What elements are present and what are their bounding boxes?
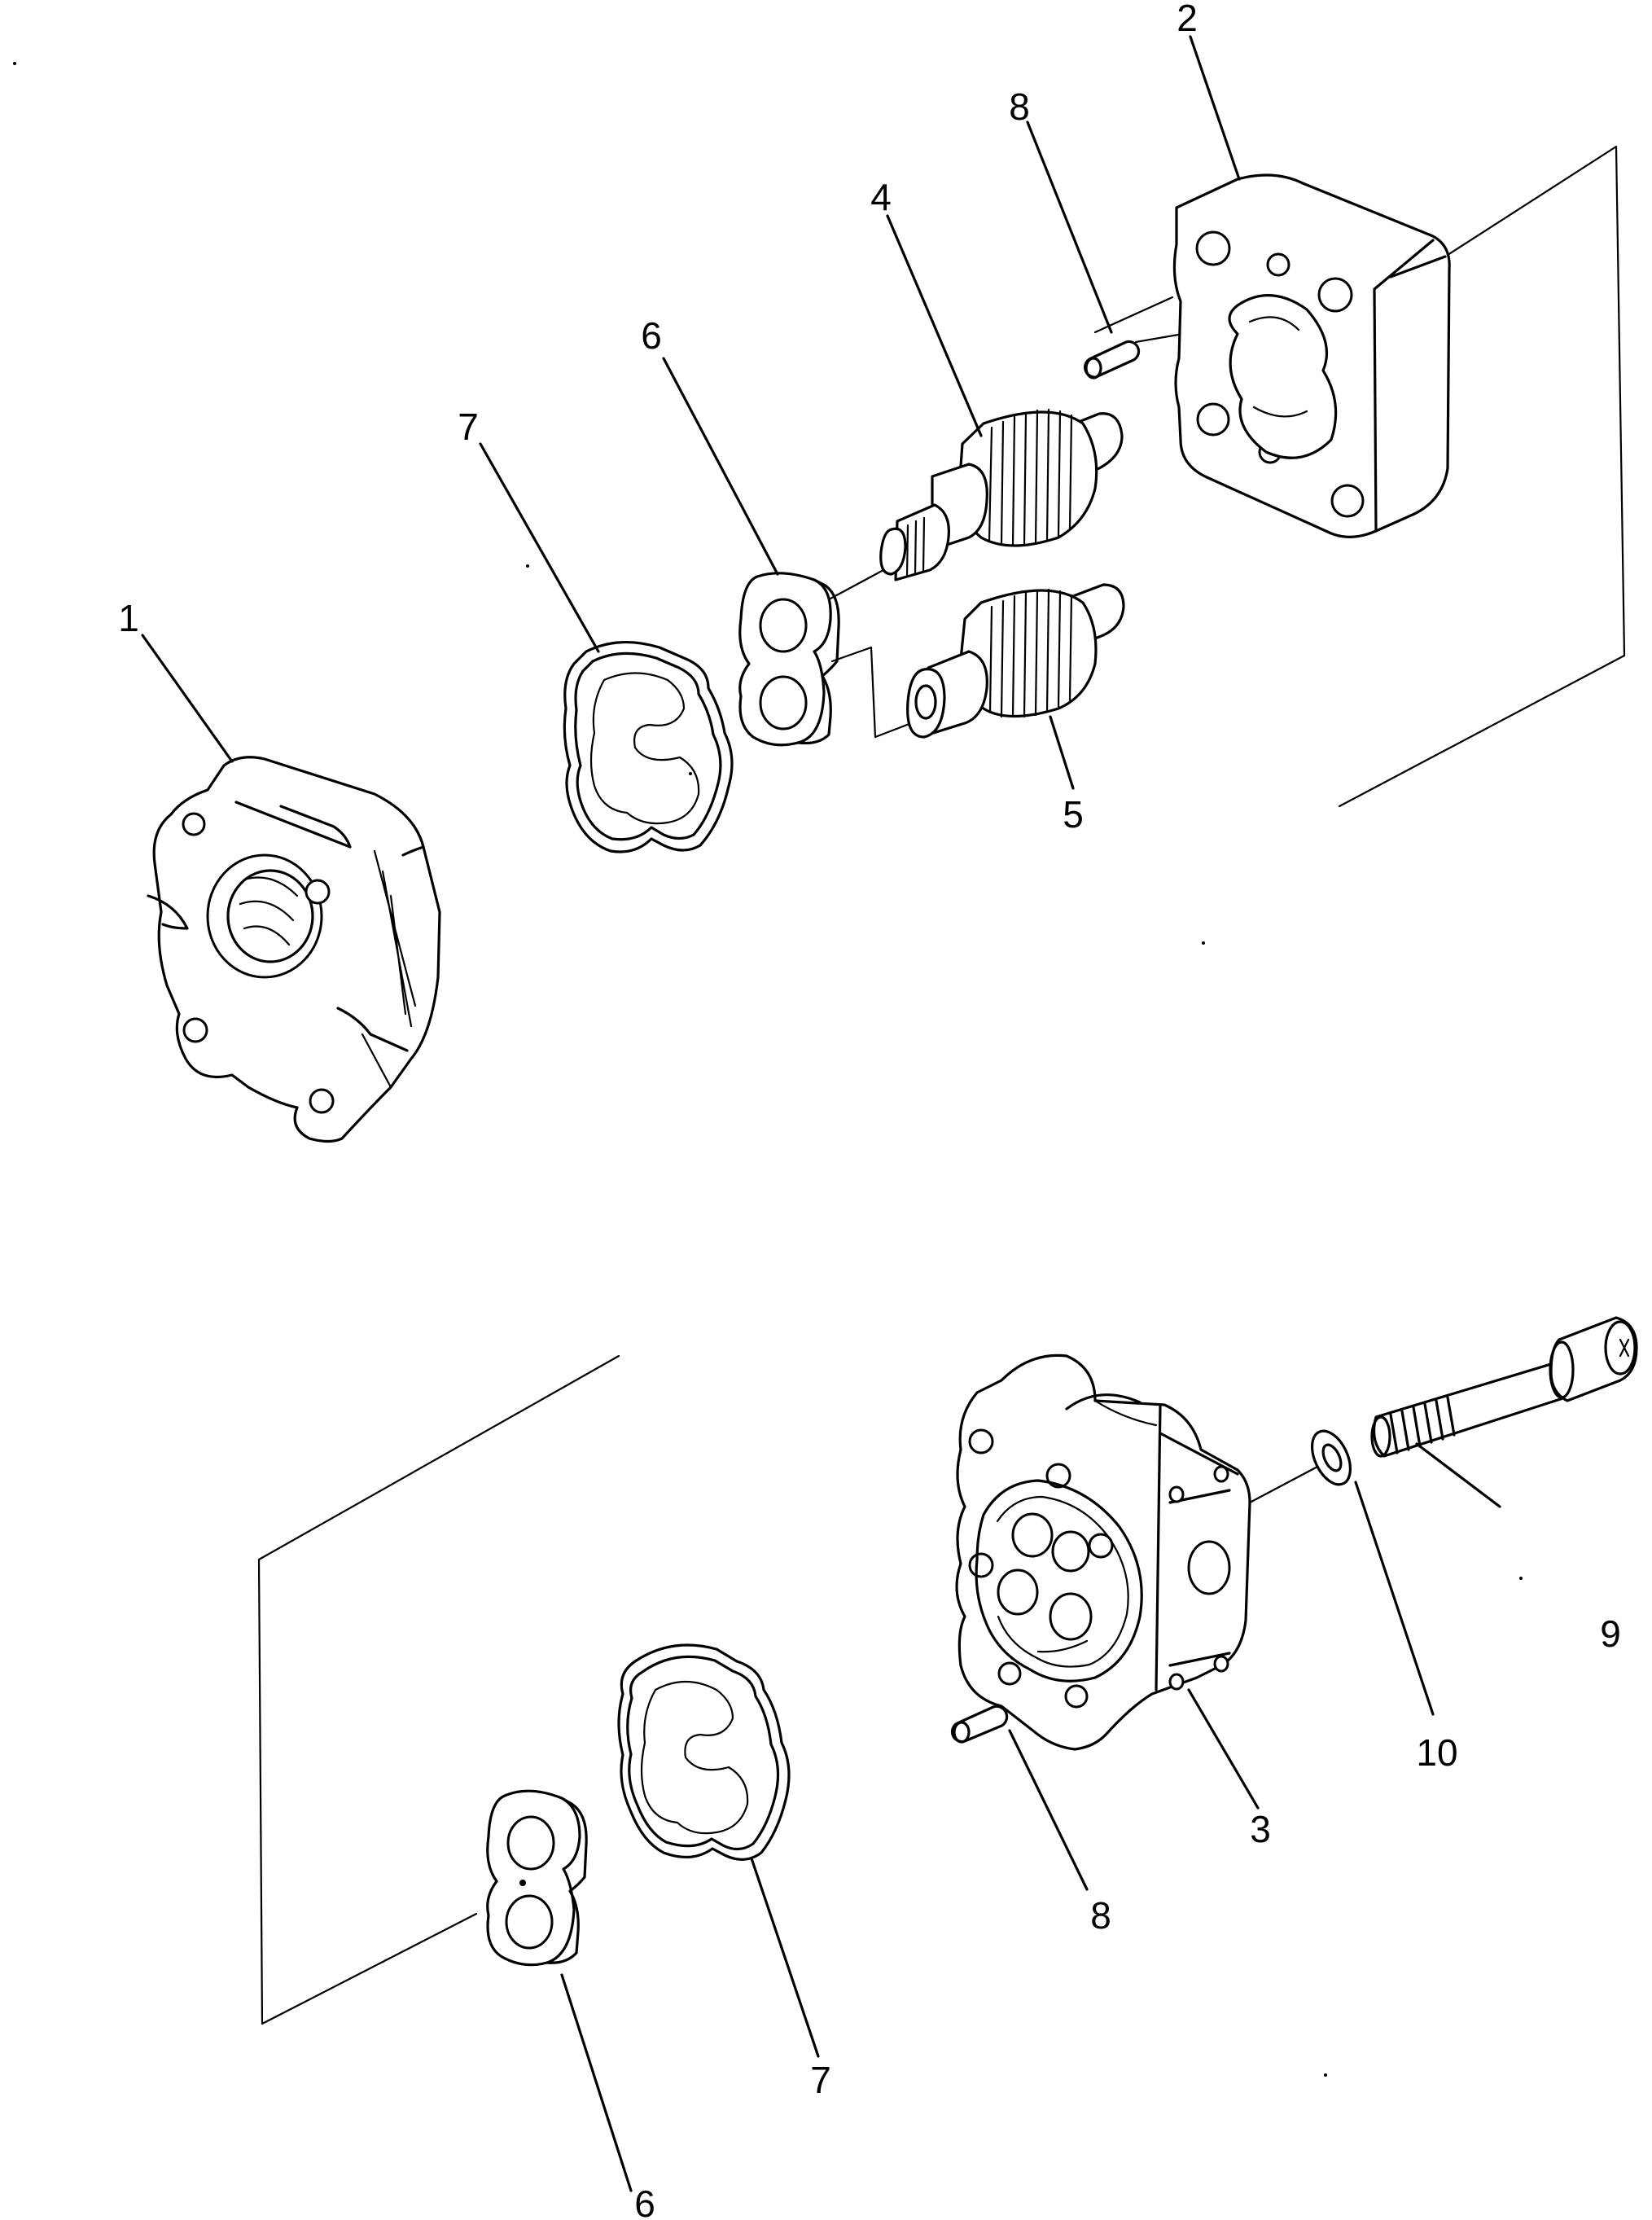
callout-1: 1 xyxy=(118,597,139,639)
callout-labels: 1 2 3 4 5 6 6 7 7 8 8 9 10 xyxy=(118,0,1621,2220)
callout-9: 9 xyxy=(1600,1612,1621,1655)
part-10-washer xyxy=(1311,1429,1352,1486)
part-6-plate-bottom xyxy=(486,1789,588,1967)
callout-2: 2 xyxy=(1177,0,1198,39)
callout-5: 5 xyxy=(1063,793,1084,836)
part-3-front-housing xyxy=(955,1353,1251,1751)
part-7-gasket-top xyxy=(563,641,734,853)
callout-6-bottom: 6 xyxy=(634,2183,655,2220)
part-8-dowel-pin-bottom xyxy=(950,1704,1009,1744)
bottom-assembly-guide-lines xyxy=(257,1354,1321,2025)
callout-8-bottom: 8 xyxy=(1090,1894,1111,1937)
part-8-dowel-pin-top xyxy=(1084,340,1141,380)
scan-specks xyxy=(13,62,1523,2077)
part-5-driven-gear xyxy=(906,583,1125,739)
callout-4: 4 xyxy=(870,176,892,218)
callout-leader-lines xyxy=(141,35,1501,2192)
callout-3: 3 xyxy=(1250,1808,1271,1850)
part-7-gasket-bottom xyxy=(617,1643,791,1861)
callout-7-top: 7 xyxy=(458,406,479,448)
callout-8-top: 8 xyxy=(1009,86,1030,128)
callout-10: 10 xyxy=(1416,1731,1457,1774)
callout-6-top: 6 xyxy=(641,314,662,357)
part-6-plate-top xyxy=(738,572,840,747)
part-1-end-cover xyxy=(147,756,441,1143)
callout-7-bottom: 7 xyxy=(810,2059,831,2101)
part-2-pump-body xyxy=(1172,173,1451,538)
part-9-bolt xyxy=(1370,1316,1638,1458)
part-4-drive-gear xyxy=(879,408,1124,581)
